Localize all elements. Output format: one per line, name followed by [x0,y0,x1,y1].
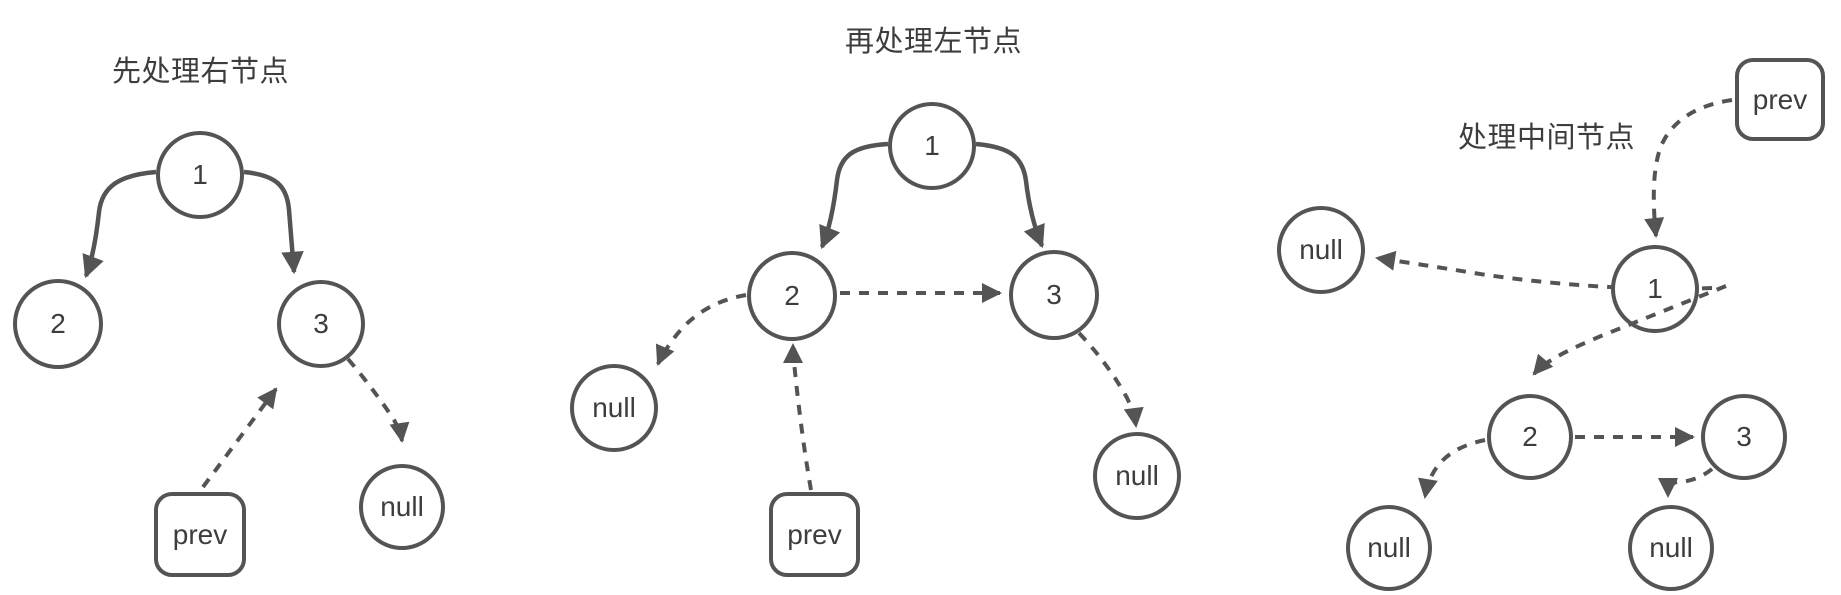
diagram-1-title: 先处理右节点 [112,56,290,88]
d1-node-3: 3 [277,280,365,368]
d3-edge-3-to-null-dashed [1658,467,1714,498]
d1-edge-1-to-2-solid [82,169,157,279]
d3-null-top-node: null [1277,206,1365,294]
d2-edge-3-to-null-dashed [1077,331,1144,428]
d2-edge-2-to-null-dashed [655,293,747,366]
d2-edge-1-to-2-solid [819,141,889,250]
d1-node-1: 1 [156,131,244,219]
d1-node-2: 2 [13,279,103,369]
d2-edge-prev-to-2-dashed [783,343,813,491]
d1-null-node: null [359,464,445,550]
d1-edge-prev-to-3-dashed [201,387,278,489]
d1-edge-1-to-3-solid [243,169,304,275]
d2-node-1: 1 [888,102,976,190]
d3-node-2: 2 [1487,394,1573,480]
d3-edge-2-to-null-dashed [1418,438,1486,499]
d2-node-2: 2 [747,251,837,341]
d3-node-1: 1 [1611,245,1699,333]
d1-edge-3-to-null-dashed [346,357,410,443]
d3-prev-box: prev [1735,58,1825,141]
d3-node-3: 3 [1701,394,1787,480]
d2-prev-box: prev [769,492,860,577]
d3-edge-prev-to-1-dashed [1644,98,1733,238]
diagram-3-title: 处理中间节点 [1458,122,1636,154]
d3-null-right-node: null [1628,505,1714,591]
d2-edge-1-to-3-solid [975,141,1045,249]
d1-prev-box: prev [154,492,246,577]
d2-null-right-node: null [1093,432,1181,520]
d2-null-left-node: null [570,364,658,452]
d3-null-left-node: null [1346,505,1432,591]
d2-node-3: 3 [1009,250,1099,340]
diagram-2-title: 再处理左节点 [845,26,1023,58]
